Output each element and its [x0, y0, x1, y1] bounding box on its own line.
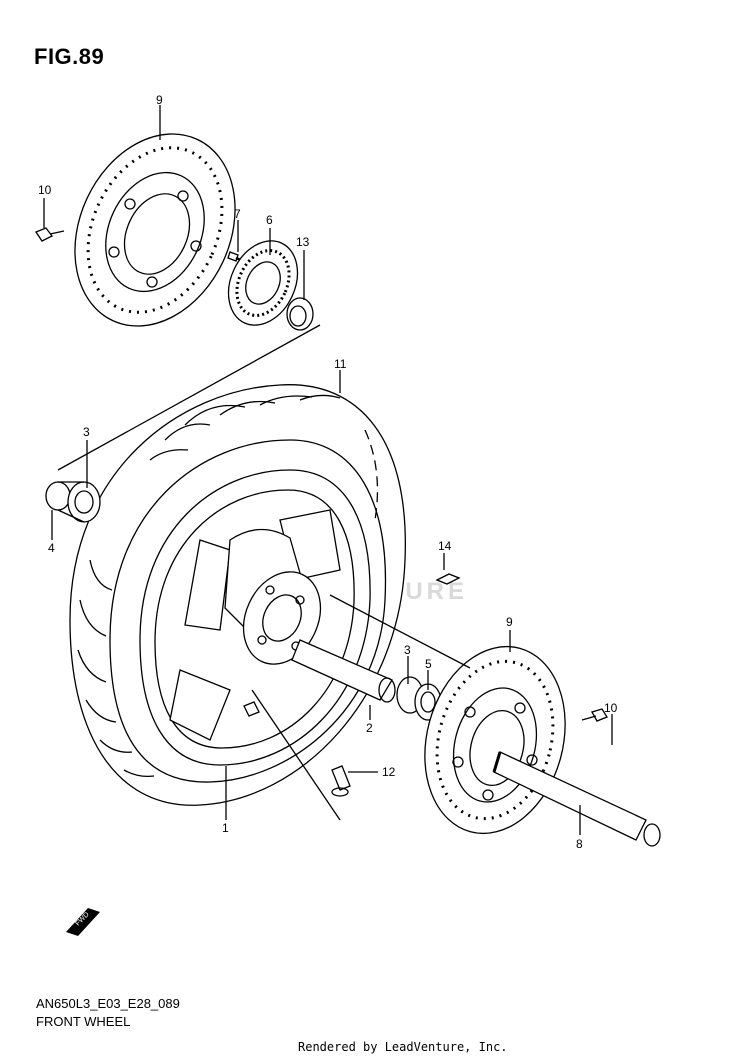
callout-7: 7	[234, 207, 241, 221]
callout-10-upper: 10	[38, 183, 52, 197]
callout-2: 2	[366, 721, 373, 735]
callout-9-upper: 9	[156, 93, 163, 107]
callout-12: 12	[382, 765, 396, 779]
figure-title: FIG.89	[34, 44, 105, 69]
sensor-rotor-ring[interactable]	[215, 230, 310, 337]
callout-10-lower: 10	[604, 701, 618, 715]
callout-9-lower: 9	[506, 615, 513, 629]
hub-seal[interactable]	[286, 297, 314, 331]
figure-name: FRONT WHEEL	[36, 1014, 131, 1029]
upper-disc-bolt[interactable]	[35, 227, 65, 242]
callout-4: 4	[48, 541, 55, 555]
lower-brake-disc[interactable]	[405, 631, 586, 850]
callout-3-left: 3	[83, 425, 90, 439]
callout-14: 14	[438, 539, 452, 553]
callout-8: 8	[576, 837, 583, 851]
upper-brake-disc[interactable]	[45, 108, 265, 353]
callout-1: 1	[222, 821, 229, 835]
tire-valve[interactable]	[331, 765, 351, 797]
left-wheel-bearing[interactable]	[45, 481, 101, 523]
callout-6: 6	[266, 213, 273, 227]
footer-credit: Rendered by LeadVenture, Inc.	[298, 1040, 508, 1054]
forward-direction-icon: FWD	[66, 908, 100, 936]
balance-weight[interactable]	[435, 573, 461, 585]
callout-5: 5	[425, 657, 432, 671]
callout-3-right: 3	[404, 643, 411, 657]
callout-11: 11	[334, 357, 347, 371]
callout-13: 13	[296, 235, 310, 249]
front-axle[interactable]	[492, 751, 661, 847]
lower-disc-bolt[interactable]	[581, 708, 608, 722]
figure-code: AN650L3_E03_E28_089	[36, 996, 180, 1011]
spacer-tube[interactable]	[291, 639, 396, 703]
